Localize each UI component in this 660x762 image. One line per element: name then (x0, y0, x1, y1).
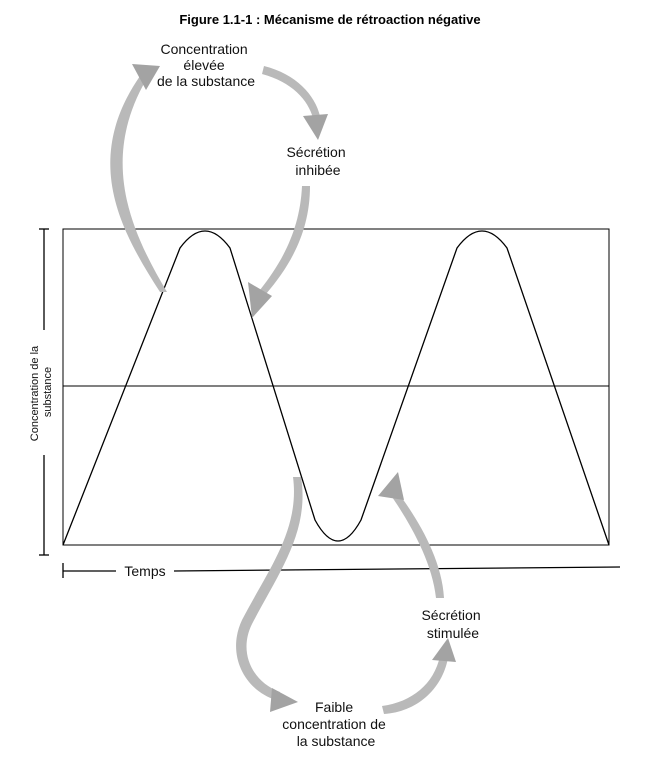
x-axis-label: Temps (124, 563, 165, 579)
label-secretion-stimulated: Sécrétion stimulée (421, 607, 484, 641)
y-axis-bracket (39, 228, 49, 556)
arrow-to-falling-curve (248, 186, 310, 318)
figure-title: Figure 1.1-1 : Mécanisme de rétroaction … (179, 12, 480, 27)
arrow-to-rising-curve (378, 472, 444, 598)
arrow-to-secretion-stimulated (382, 638, 456, 714)
label-secretion-inhibited: Sécrétion inhibée (286, 144, 349, 178)
arrow-to-low-concentration (236, 477, 303, 712)
arrow-to-secretion-inhibited (262, 66, 328, 140)
label-low-concentration: Faible concentration de la substance (282, 699, 389, 749)
label-high-concentration: Concentration élevée de la substance (157, 41, 255, 89)
x-axis (62, 563, 621, 578)
arrow-to-high-concentration (110, 64, 167, 292)
concentration-curve (62, 230, 610, 546)
plot-frame (62, 228, 610, 546)
y-axis-label: Concentration de la substance (29, 343, 54, 441)
